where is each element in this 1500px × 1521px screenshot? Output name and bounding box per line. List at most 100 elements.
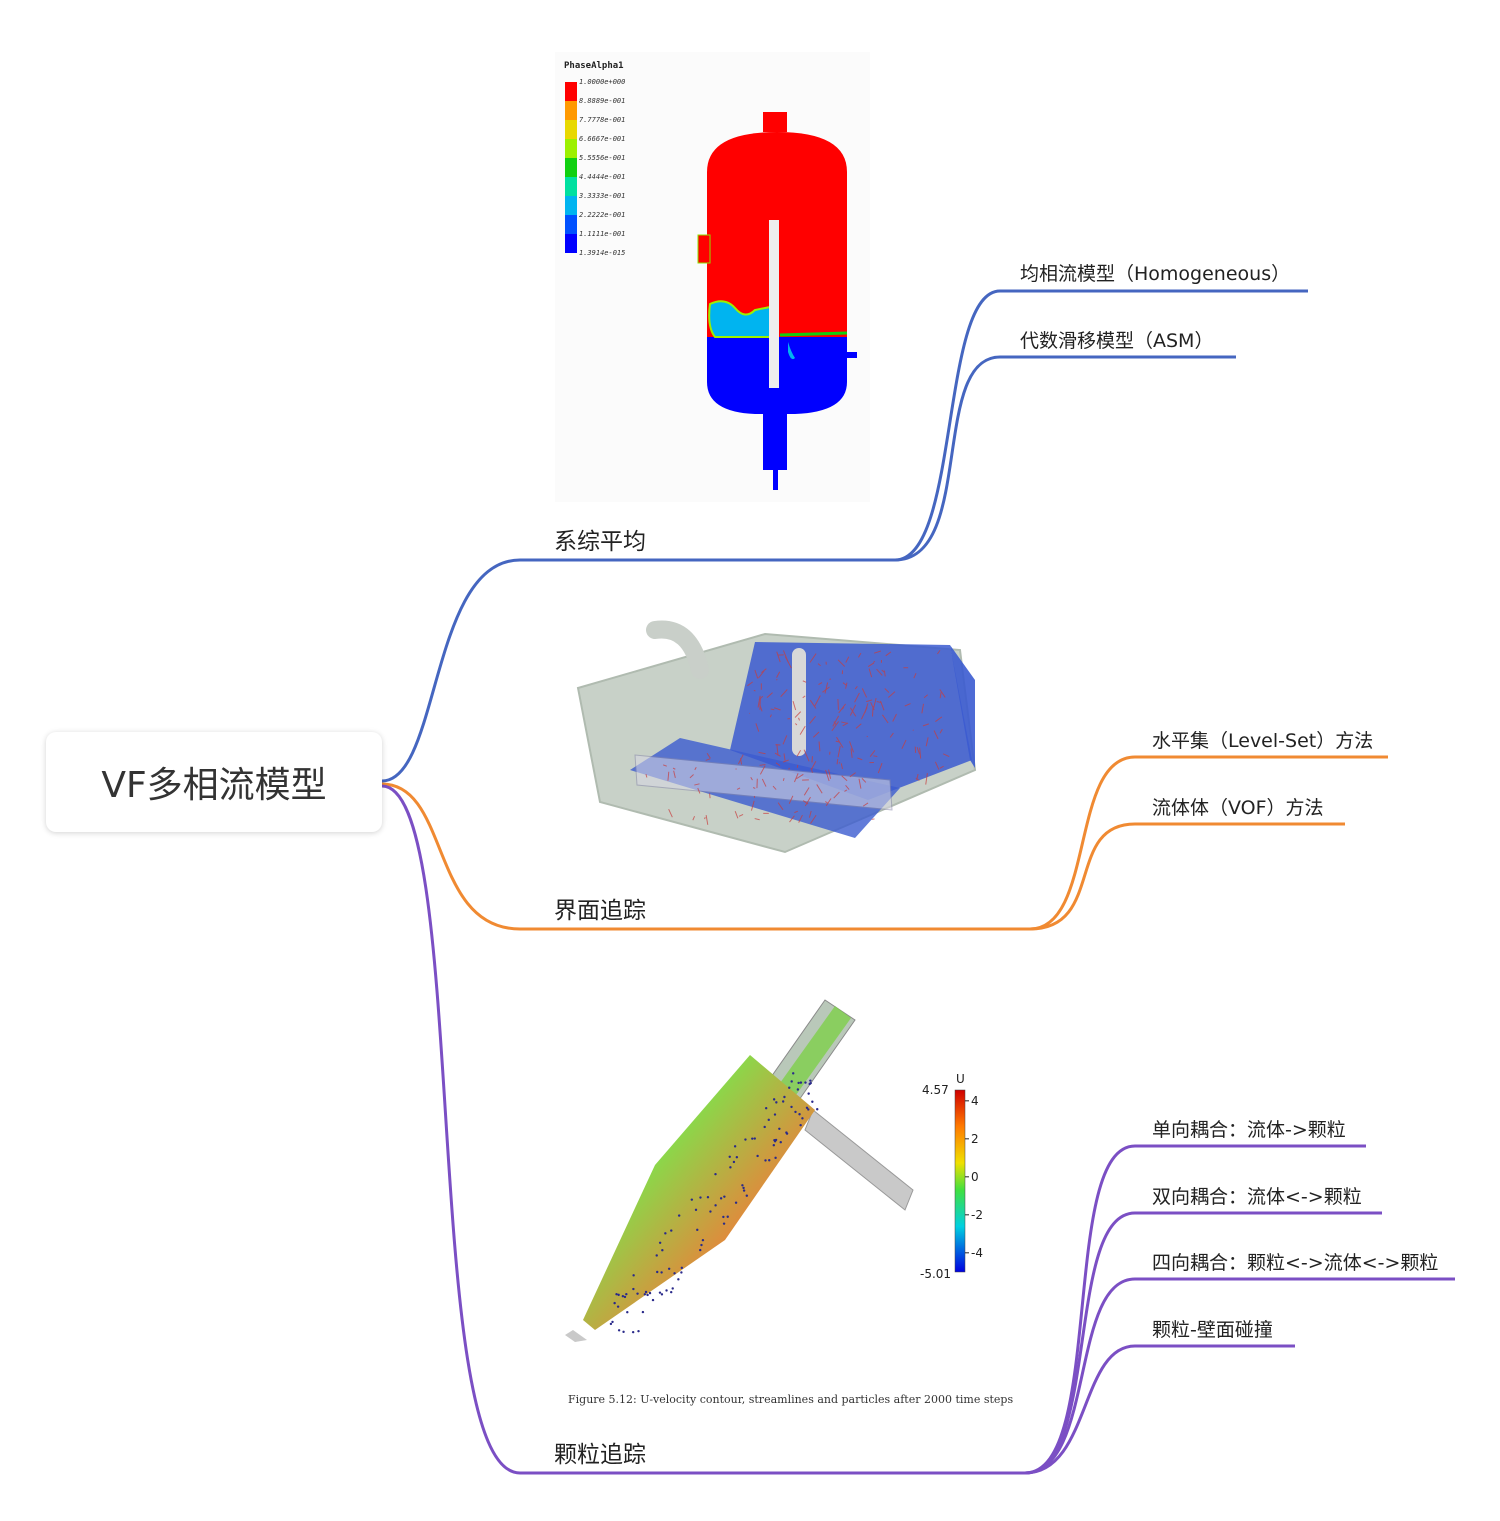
branch-label-interface-tracking[interactable]: 界面追踪 bbox=[554, 898, 646, 924]
connector-branch1-leaf1 bbox=[894, 289, 1308, 562]
legend-swatch bbox=[565, 234, 577, 253]
particle-dot bbox=[764, 1107, 768, 1110]
streamline-segment bbox=[738, 813, 744, 817]
leaf-two-way-coupling[interactable]: 双向耦合：流体<->颗粒 bbox=[1152, 1186, 1362, 1208]
particle-dot bbox=[809, 1079, 812, 1082]
streamline-segment bbox=[803, 787, 810, 796]
streamline-segment bbox=[877, 762, 883, 774]
streamline-segment bbox=[775, 762, 781, 767]
streamline-segment bbox=[860, 707, 868, 720]
figure-interface-tank bbox=[576, 620, 977, 854]
streamline-segment bbox=[892, 713, 897, 722]
particle-dot bbox=[774, 1156, 777, 1160]
particle-dot bbox=[816, 1108, 819, 1111]
particle-dot bbox=[785, 1131, 788, 1134]
colorbar-tick-label: 4 bbox=[971, 1094, 979, 1108]
particle-dot bbox=[694, 1208, 698, 1212]
leaf-four-way-coupling[interactable]: 四向耦合：颗粒<->流体<->颗粒 bbox=[1152, 1252, 1439, 1274]
particle-dot bbox=[622, 1330, 625, 1334]
leaf-homogeneous[interactable]: 均相流模型（Homogeneous） bbox=[1020, 263, 1291, 285]
particle-dot bbox=[778, 1127, 781, 1131]
particle-dot bbox=[613, 1301, 616, 1305]
connector-root-branch2 bbox=[381, 782, 1030, 931]
streamline-segment bbox=[888, 691, 896, 698]
streamline-segment bbox=[850, 707, 857, 717]
legend-tick-label: 8.8889e-001 bbox=[579, 97, 625, 105]
streamline-segment bbox=[841, 775, 848, 782]
particle-dot bbox=[696, 1228, 699, 1232]
colorbar-tick-label: 0 bbox=[971, 1170, 979, 1184]
streamline-segment bbox=[737, 754, 744, 765]
leaf-one-way-coupling[interactable]: 单向耦合：流体->颗粒 bbox=[1152, 1119, 1346, 1141]
connector-branch3-leaf4 bbox=[1024, 1344, 1295, 1475]
streamline-segment bbox=[858, 778, 862, 789]
particle-dot bbox=[722, 1222, 726, 1225]
branch-label-ensemble-average[interactable]: 系综平均 bbox=[554, 529, 646, 555]
leaf-asm[interactable]: 代数滑移模型（ASM） bbox=[1020, 330, 1214, 352]
legend-swatch bbox=[565, 215, 577, 234]
particles bbox=[609, 1072, 819, 1334]
leaf-vof[interactable]: 流体体（VOF）方法 bbox=[1152, 797, 1324, 819]
particle-dot bbox=[797, 1081, 800, 1085]
particle-dot bbox=[742, 1186, 745, 1190]
streamline-segment bbox=[831, 721, 840, 732]
streamline-segment bbox=[668, 808, 673, 818]
connector-root-branch3 bbox=[381, 784, 1025, 1475]
leaf-level-set[interactable]: 水平集（Level-Set）方法 bbox=[1152, 730, 1374, 752]
streamline-segment bbox=[734, 811, 739, 819]
streamline-segment bbox=[842, 722, 849, 727]
streamline-segment bbox=[776, 671, 781, 678]
streamline-segment bbox=[837, 745, 841, 758]
legend-swatch bbox=[565, 120, 577, 139]
legend-swatch bbox=[565, 177, 577, 196]
streamline-segment bbox=[934, 761, 940, 770]
streamline-segment bbox=[881, 714, 889, 724]
streamline-segment bbox=[869, 750, 876, 758]
streamline-segment bbox=[828, 769, 832, 779]
streamline-segment bbox=[862, 802, 869, 807]
streamline-segment bbox=[769, 714, 772, 718]
streamline-segment bbox=[757, 695, 761, 708]
streamline-segment bbox=[782, 759, 789, 763]
streamline-segment bbox=[673, 770, 676, 778]
streamline-segment bbox=[776, 678, 778, 681]
particle-dot bbox=[699, 1248, 702, 1252]
streamline-segment bbox=[825, 798, 832, 807]
streamline-segment bbox=[901, 739, 907, 750]
streamline-segment bbox=[842, 682, 848, 687]
particle-dot bbox=[658, 1291, 662, 1294]
streamline-segment bbox=[750, 776, 753, 781]
particle-dot bbox=[775, 1101, 778, 1104]
particle-dot bbox=[626, 1311, 629, 1314]
legend-swatch bbox=[565, 158, 577, 177]
colorbar-max: 4.57 bbox=[922, 1083, 949, 1097]
streamline-segment bbox=[812, 731, 820, 738]
legend-swatch bbox=[565, 101, 577, 120]
particle-dot bbox=[660, 1271, 663, 1274]
branch-label-particle-tracking[interactable]: 颗粒追踪 bbox=[554, 1442, 646, 1468]
streamline-segment bbox=[912, 729, 914, 731]
particle-dot bbox=[723, 1195, 726, 1198]
particle-dot bbox=[796, 1088, 800, 1091]
particle-dot bbox=[763, 1125, 766, 1129]
particle-dot bbox=[772, 1098, 776, 1101]
streamline-segment bbox=[694, 766, 697, 771]
streamline-segment bbox=[849, 741, 855, 753]
particle-dot bbox=[805, 1106, 809, 1109]
particle-dot bbox=[656, 1270, 659, 1274]
streamline-segment bbox=[809, 716, 816, 724]
streamline-segment bbox=[782, 650, 789, 663]
legend-swatch bbox=[565, 82, 577, 101]
particle-dot bbox=[706, 1196, 710, 1199]
particle-dot bbox=[609, 1322, 613, 1326]
root-node[interactable]: VF多相流模型 bbox=[46, 732, 382, 832]
streamline-segment bbox=[772, 785, 777, 790]
streamline-segment bbox=[925, 737, 929, 747]
particle-dot bbox=[670, 1229, 673, 1232]
streamline-segment bbox=[694, 783, 700, 786]
particle-dot bbox=[811, 1100, 814, 1103]
leaf-particle-wall-collision[interactable]: 颗粒-壁面碰撞 bbox=[1152, 1319, 1273, 1341]
streamline-segment bbox=[849, 772, 856, 778]
streamline-segment bbox=[798, 814, 803, 823]
streamline-segment bbox=[706, 752, 711, 759]
